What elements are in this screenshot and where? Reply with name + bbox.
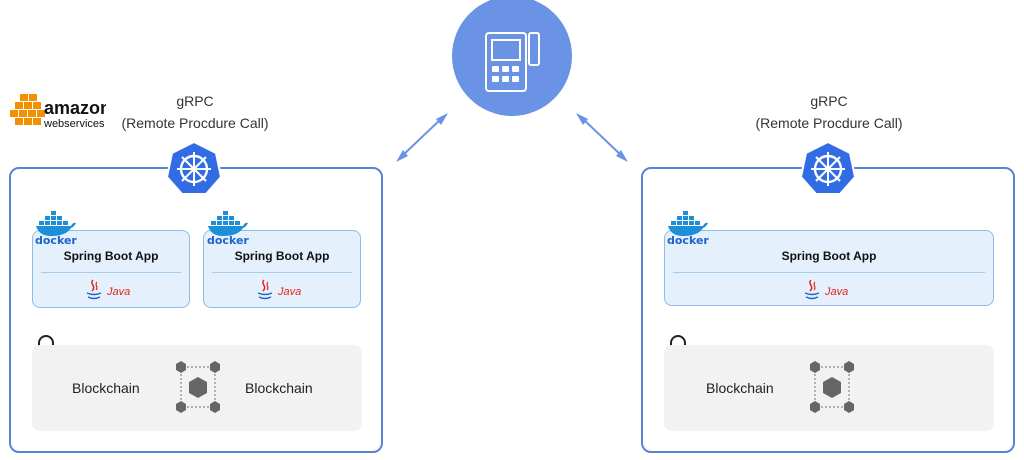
aws-brand-top: amazon — [44, 98, 106, 118]
right-double-arrow — [576, 113, 628, 162]
right-grpc-title: gRPC — [810, 93, 848, 109]
app-title: Spring Boot App — [781, 249, 877, 263]
right-grpc-subtitle: (Remote Procdure Call) — [755, 115, 903, 131]
docker-label: docker — [667, 234, 709, 245]
right-grpc-label: gRPC (Remote Procdure Call) — [744, 90, 914, 134]
docker-logo: docker — [35, 211, 77, 245]
kubernetes-icon — [165, 140, 223, 195]
blockchain-panel: Blockchain Blockchain — [32, 345, 362, 431]
pos-terminal-icon — [452, 0, 572, 116]
app-divider — [212, 272, 352, 273]
spring-boot-app-card: Spring Boot App Java — [203, 230, 361, 308]
app-divider — [41, 272, 181, 273]
java-label: Java — [106, 286, 130, 298]
left-grpc-title: gRPC — [176, 93, 214, 109]
left-double-arrow — [396, 113, 448, 162]
docker-label: docker — [35, 234, 77, 245]
blockchain-label: Blockchain — [72, 380, 140, 396]
app-divider — [673, 272, 985, 273]
java-logo: Java — [86, 279, 130, 300]
java-logo: Java — [257, 279, 301, 300]
app-title: Spring Boot App — [234, 249, 330, 263]
left-grpc-label: gRPC (Remote Procdure Call) — [110, 90, 280, 134]
blockchain-label: Blockchain — [706, 380, 774, 396]
blockchain-panel: Blockchain — [664, 345, 994, 431]
docker-logo: docker — [667, 211, 709, 245]
app-title: Spring Boot App — [63, 249, 159, 263]
left-grpc-subtitle: (Remote Procdure Call) — [121, 115, 269, 131]
aws-logo: amazon webservices — [10, 94, 106, 130]
docker-label: docker — [207, 234, 249, 245]
kubernetes-icon — [799, 140, 857, 195]
right-kubernetes-cluster: Spring Boot App Java docker Blockchain — [641, 167, 1015, 453]
aws-brand-bottom: webservices — [43, 118, 105, 130]
blockchain-label: Blockchain — [245, 380, 313, 396]
spring-boot-app-card: Spring Boot App Java — [664, 230, 994, 306]
spring-boot-app-card: Spring Boot App Java — [32, 230, 190, 308]
java-label: Java — [277, 286, 301, 298]
java-label: Java — [824, 286, 848, 298]
left-kubernetes-cluster: Spring Boot App Java Spring Boot App Jav… — [9, 167, 383, 453]
docker-logo: docker — [207, 211, 249, 245]
blockchain-network-icon — [176, 361, 220, 413]
java-logo: Java — [804, 279, 848, 300]
blockchain-network-icon — [810, 361, 854, 413]
